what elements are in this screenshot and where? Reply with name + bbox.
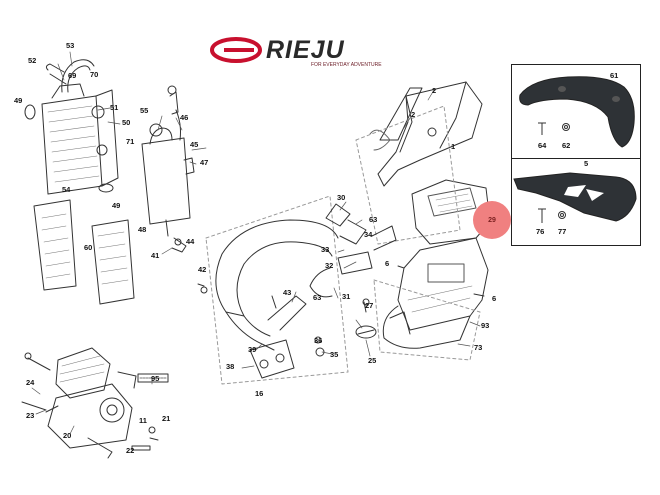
rieju-logo: RIEJU FOR EVERYDAY ADVENTURE [210,36,385,72]
highlighted-part-marker[interactable]: 29 [473,201,511,239]
group-boundaries [205,105,481,385]
callout-label: 54 [62,185,71,194]
silencer [369,81,483,187]
callout-label: 48 [138,225,147,234]
highlighted-part-number: 29 [488,216,496,224]
callout-label: 60 [84,243,93,252]
callout-label: 63 [369,215,378,224]
callout-label: 36 [314,336,323,345]
callout-label: 55 [140,106,149,115]
callout-label: 49 [112,201,121,210]
callout-label: 1 [451,142,456,151]
callout-label: 23 [26,411,35,420]
callout-label: 24 [26,378,35,387]
callout-label: 47 [200,158,209,167]
callout-label: 2 [411,110,416,119]
callout-label: 30 [337,193,346,202]
guard-lower-part-label: 5 [584,159,589,168]
callout-label: 93 [481,321,490,330]
callout-label: 6 [385,259,390,268]
inset-guard-lower: 5 76 77 [511,158,641,246]
callout-label: 32 [325,261,334,270]
callout-label: 69 [68,71,77,80]
brand-name: RIEJU [266,36,345,64]
callout-label: 42 [198,265,207,274]
callout-label: 52 [28,56,37,65]
callout-label: 63 [313,293,322,302]
rieju-logo-mark [210,37,262,63]
callout-label: 35 [330,350,339,359]
callout-label: 38 [226,362,235,371]
intake-hoses [309,203,397,357]
callout-label: 45 [190,140,199,149]
expansion-tank [141,85,195,253]
callout-label: 71 [126,137,135,146]
inset-guard-upper: 61 64 62 [511,64,641,160]
callout-label: 27 [365,301,374,310]
callout-label: 43 [283,288,292,297]
callout-label: 33 [321,245,330,254]
callout-label: 49 [14,96,23,105]
callout-label: 20 [63,431,72,440]
callout-label: 11 [139,416,147,425]
guard-lower-bolt-label: 76 [536,227,545,236]
callout-label: 31 [342,292,351,301]
callout-label: 2 [432,86,437,95]
guard-upper-part-label: 61 [610,71,619,80]
callout-label: 25 [368,356,377,365]
callout-label: 73 [474,343,483,352]
radiator-guards [33,199,135,305]
callout-label: 50 [122,118,131,127]
guard-upper-bolt-label: 64 [538,141,547,150]
radiator [24,83,119,195]
guard-lower-drawing [513,172,637,223]
callout-label: 46 [180,113,189,122]
callout-label: 39 [248,345,257,354]
leader-lines [31,51,481,435]
callout-label: 16 [255,389,264,398]
callout-label: 53 [66,41,75,50]
callout-label: 95 [151,374,160,383]
brand-tagline: FOR EVERYDAY ADVENTURE [311,62,382,68]
callout-label: 34 [364,230,373,239]
callout-label: 22 [126,446,135,455]
callout-label: 44 [186,237,195,246]
callout-label: 21 [162,414,171,423]
callout-label: 51 [110,103,119,112]
airbox [382,179,491,349]
guard-upper-washer-label: 62 [562,141,571,150]
callout-label: 6 [492,294,497,303]
small-hardware [131,265,485,451]
radiator-hose [45,59,95,93]
callout-label: 70 [90,70,99,79]
callout-label: 41 [151,251,160,260]
guard-lower-washer-label: 77 [558,227,567,236]
engine [21,347,137,459]
guard-upper-drawing [519,76,635,148]
